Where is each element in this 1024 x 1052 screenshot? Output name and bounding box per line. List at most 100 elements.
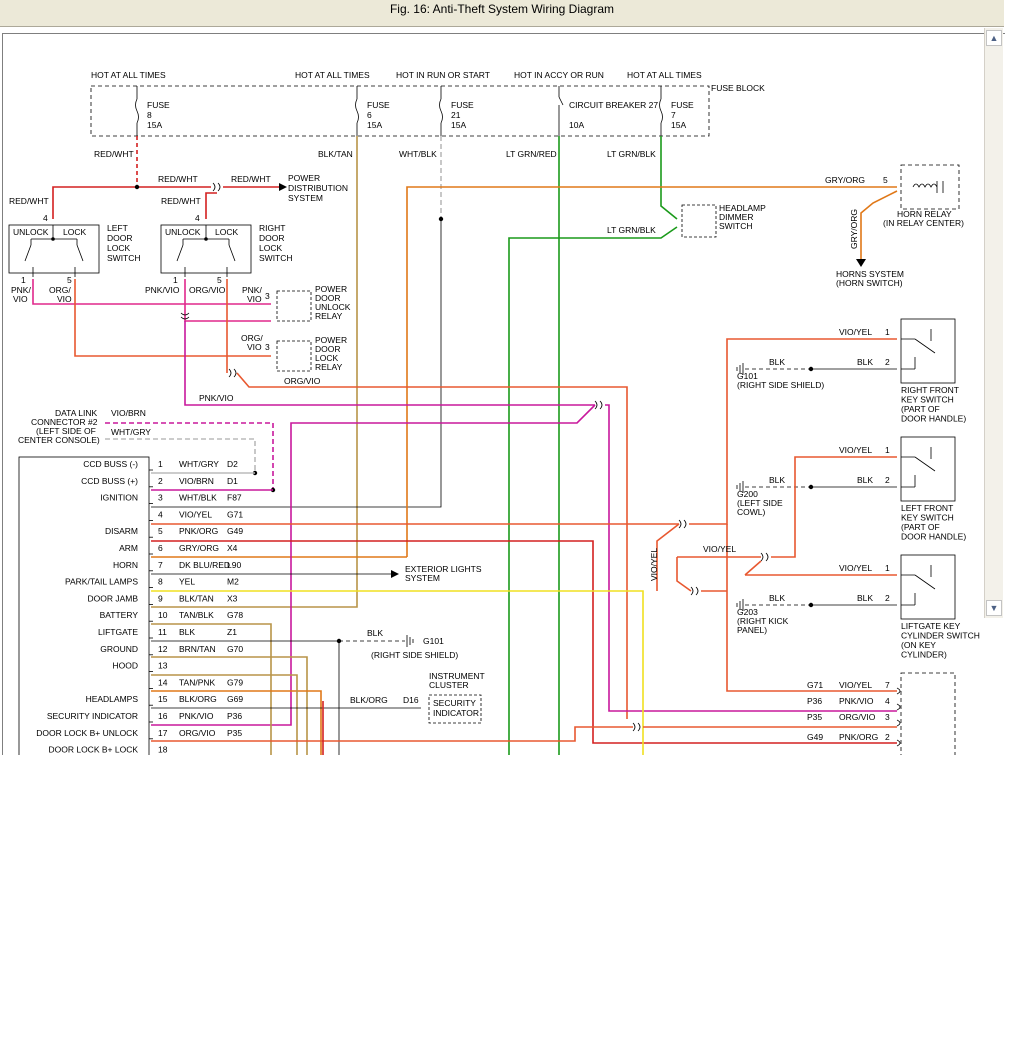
- key-switch-pin2: 2: [885, 475, 890, 485]
- right-conn-circuit: G71: [807, 680, 823, 690]
- module-pin-wire: BLK/TAN: [179, 593, 214, 603]
- key-switch-label: (PART OF: [901, 522, 940, 532]
- svg-text:5: 5: [217, 275, 222, 285]
- scroll-up-icon[interactable]: ▲: [986, 30, 1002, 46]
- module-pin-wire: GRY/ORG: [179, 543, 219, 553]
- headlamp-dimmer-switch: [681, 204, 717, 238]
- source-label-5: HOT AT ALL TIMES: [627, 70, 702, 80]
- module-pin-wire: TAN/BLK: [179, 610, 214, 620]
- module-pin-circuit: X4: [227, 543, 238, 553]
- right-connector: [900, 672, 956, 755]
- wire-label-fuse8: RED/WHT: [94, 149, 134, 159]
- data-link-2: CONNECTOR #2: [31, 417, 98, 427]
- vertical-scrollbar[interactable]: ▲ ▼: [984, 28, 1003, 618]
- label-red-wht-2: RED/WHT: [158, 174, 198, 184]
- source-label-4: HOT IN ACCY OR RUN: [514, 70, 604, 80]
- power-door-lock-relay: 3 ORG/ VIO: [241, 333, 312, 372]
- diagram-viewport[interactable]: FUSE BLOCK HOT AT ALL TIMES HOT AT ALL T…: [2, 33, 1005, 755]
- svg-text:VIO: VIO: [247, 342, 262, 352]
- module-pin-number: 5: [158, 526, 163, 536]
- module-pin-number: 12: [158, 644, 168, 654]
- window-title: Fig. 16: Anti-Theft System Wiring Diagra…: [389, 2, 615, 16]
- label-org-vio-right: ORG/VIO: [189, 285, 226, 295]
- module-pin-number: 10: [158, 610, 168, 620]
- key-switch-label: KEY SWITCH: [901, 513, 954, 523]
- module-pin-circuit: Z1: [227, 627, 237, 637]
- module-pin-name: DOOR LOCK B+ UNLOCK: [36, 728, 138, 738]
- key-switch-label: LEFT FRONT: [901, 503, 953, 513]
- right-conn-circuit: P36: [807, 696, 822, 706]
- ground-mid-g101: G101: [423, 636, 444, 646]
- module-pin-wire: VIO/YEL: [179, 509, 212, 519]
- module-pin-circuit: M2: [227, 577, 239, 587]
- label-vio-left-2: VIO: [57, 294, 72, 304]
- horn-relay-label-2: (IN RELAY CENTER): [883, 218, 964, 228]
- module-pin-name: IGNITION: [100, 493, 138, 503]
- module-pin-number: 17: [158, 728, 168, 738]
- module-pin-name: DOOR JAMB: [87, 593, 138, 603]
- module-pin-circuit: G79: [227, 677, 243, 687]
- module-pin-wire: WHT/GRY: [179, 459, 219, 469]
- label-lt-grn-blk: LT GRN/BLK: [607, 225, 656, 235]
- module-pin-circuit: G69: [227, 694, 243, 704]
- ground-label: (RIGHT KICK: [737, 616, 789, 626]
- key-switch-wire2: BLK: [857, 357, 873, 367]
- right-conn-pin: 2: [885, 732, 890, 742]
- right-conn-pin: 3: [885, 712, 890, 722]
- label-vio-left: VIO: [13, 294, 28, 304]
- module-pin-number: 6: [158, 543, 163, 553]
- power-dist-3: SYSTEM: [288, 193, 323, 203]
- label-vio-yel-mid: VIO/YEL: [703, 544, 736, 554]
- label-pnk-vio-mid: PNK/VIO: [199, 393, 234, 403]
- module-pin-circuit: L90: [227, 560, 241, 570]
- module-pin-wire: BRN/TAN: [179, 644, 216, 654]
- right-conn-pin: 7: [885, 680, 890, 690]
- fuse-block-label: FUSE BLOCK: [711, 83, 765, 93]
- module-pin-wire: BLK: [179, 627, 195, 637]
- label-vio-brn: VIO/BRN: [111, 408, 146, 418]
- svg-text:3: 3: [265, 291, 270, 301]
- module-pin-wire: TAN/PNK: [179, 677, 216, 687]
- module-pin-circuit: D2: [227, 459, 238, 469]
- module-pin-name: LIFTGATE: [98, 627, 138, 637]
- wiring-diagram: FUSE BLOCK HOT AT ALL TIMES HOT AT ALL T…: [8, 70, 980, 755]
- right-conn-wire: VIO/YEL: [839, 680, 872, 690]
- unlock-relay-label-2: DOOR: [315, 293, 341, 303]
- svg-text:15A: 15A: [671, 120, 686, 130]
- key-switch-label: (PART OF: [901, 404, 940, 414]
- data-link-3: (LEFT SIDE OF: [36, 426, 96, 436]
- module-pin-name: CCD BUSS (+): [81, 476, 138, 486]
- key-switch-wire1: VIO/YEL: [839, 327, 872, 337]
- ground-label: G200: [737, 489, 758, 499]
- fuse-7: FUSE 7 15A: [659, 86, 694, 136]
- module-pin-circuit: P36: [227, 711, 242, 721]
- headlamp-label-3: SWITCH: [719, 221, 753, 231]
- module-pin-circuit: G70: [227, 644, 243, 654]
- lock-relay-label-4: RELAY: [315, 362, 343, 372]
- svg-text:1: 1: [21, 275, 26, 285]
- wire-label-fuse7: LT GRN/BLK: [607, 149, 656, 159]
- scroll-down-icon[interactable]: ▼: [986, 600, 1002, 616]
- key-switch-label: CYLINDER): [901, 650, 947, 660]
- label-red-wht-3: RED/WHT: [231, 174, 271, 184]
- svg-text:10A: 10A: [569, 120, 584, 130]
- module-pin-wire: PNK/ORG: [179, 526, 218, 536]
- svg-text:FUSE: FUSE: [367, 100, 390, 110]
- source-label-2: HOT AT ALL TIMES: [295, 70, 370, 80]
- horn-pin-5: 5: [883, 175, 888, 185]
- ground-label: G203: [737, 607, 758, 617]
- label-blk-org: BLK/ORG: [350, 695, 388, 705]
- module-pin-number: 14: [158, 677, 168, 687]
- ground-mid-blk: BLK: [367, 628, 383, 638]
- power-dist-1: POWER: [288, 173, 320, 183]
- label-d16: D16: [403, 695, 419, 705]
- label-vio-yel-vert: VIO/YEL: [649, 548, 659, 581]
- security-ind-1: SECURITY: [433, 698, 476, 708]
- module-pin-wire: ORG/VIO: [179, 728, 216, 738]
- svg-text:PNK/: PNK/: [242, 285, 262, 295]
- wire-label-cb27: LT GRN/RED: [506, 149, 557, 159]
- module-pin-name: HORN: [113, 560, 138, 570]
